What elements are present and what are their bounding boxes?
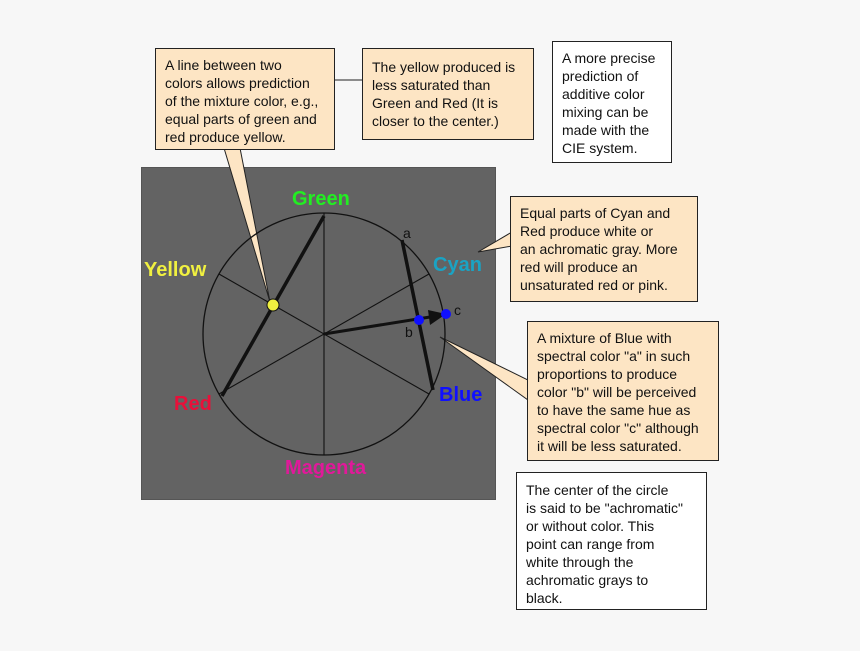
label-point-c: c bbox=[454, 302, 461, 318]
label-green: Green bbox=[292, 188, 350, 210]
note-cyan-red: Equal parts of Cyan and Red produce whit… bbox=[510, 196, 698, 302]
a-blue-mix-line bbox=[400, 239, 435, 391]
note-line-between: A line between two colors allows predict… bbox=[155, 48, 335, 150]
label-point-a: a bbox=[403, 225, 411, 241]
note-blue-mixture: A mixture of Blue with spectral color "a… bbox=[527, 321, 719, 461]
center-to-c-line bbox=[323, 315, 431, 336]
note-center-achromatic: The center of the circle is said to be "… bbox=[516, 472, 707, 610]
note-yellow-saturation: The yellow produced is less saturated th… bbox=[362, 48, 534, 140]
yellow-mixture-point bbox=[266, 298, 280, 312]
callout-pointer-cyan-red bbox=[477, 231, 513, 253]
label-blue: Blue bbox=[439, 384, 483, 406]
point-c bbox=[441, 309, 451, 319]
note-cie: A more precise prediction of additive co… bbox=[552, 41, 672, 163]
point-b bbox=[414, 315, 424, 325]
callout-pointer-line-between bbox=[223, 147, 271, 303]
label-cyan: Cyan bbox=[433, 254, 482, 276]
label-magenta: Magenta bbox=[285, 457, 367, 479]
label-point-b: b bbox=[405, 324, 413, 340]
label-yellow: Yellow bbox=[144, 259, 207, 281]
label-red: Red bbox=[174, 393, 212, 415]
